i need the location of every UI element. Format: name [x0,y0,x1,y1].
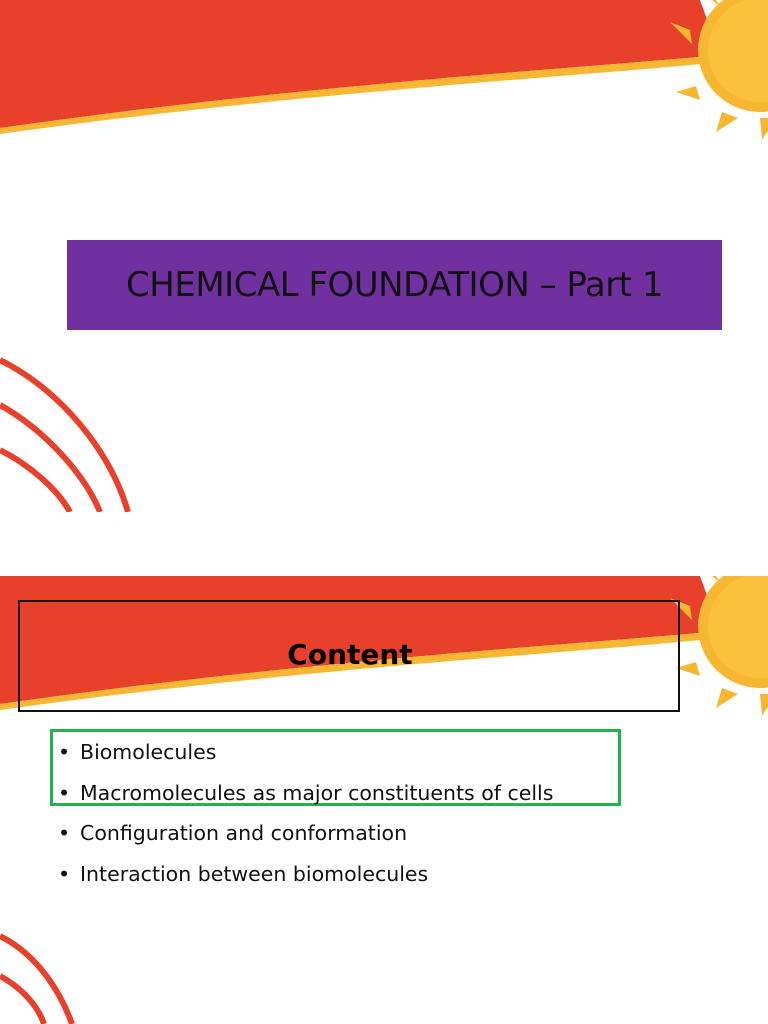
bullet-icon: • [58,740,71,764]
red-arcs [0,933,75,1024]
slide-2: Content • Biomolecules • Macromolecules as… [0,576,768,1024]
slide-title: CHEMICAL FOUNDATION – Part 1 [126,265,663,305]
content-heading: Content [287,638,413,671]
sun-icon [670,576,768,716]
bullet-text: Macromolecules as major constituents of … [80,780,554,805]
slide-background [0,0,768,512]
red-banner [0,0,720,128]
yellow-curve [0,55,722,134]
bullet-icon: • [58,780,71,805]
content-header-box [18,600,680,712]
list-item: • Interaction between biomolecules [58,854,553,895]
highlight-box [50,729,621,806]
red-banner [0,576,720,704]
sun-icon [670,0,768,140]
bullet-icon: • [58,861,71,886]
red-arcs [0,357,131,512]
list-item: • Configuration and conformation [58,813,553,854]
list-item: • Biomolecules [58,732,553,773]
list-item: • Macromolecules as major constituents of… [58,773,553,814]
bullet-icon: • [58,821,71,845]
bullet-text: Biomolecules [80,740,217,764]
slide-1: CHEMICAL FOUNDATION – Part 1 [0,0,768,512]
slide-background [0,576,768,1024]
yellow-curve [0,631,722,710]
title-box: CHEMICAL FOUNDATION – Part 1 [67,240,722,330]
bullet-list: • Biomolecules • Macromolecules as major c… [58,732,553,894]
bullet-text: Configuration and conformation [80,821,408,845]
bullet-text: Interaction between biomolecules [80,861,429,886]
